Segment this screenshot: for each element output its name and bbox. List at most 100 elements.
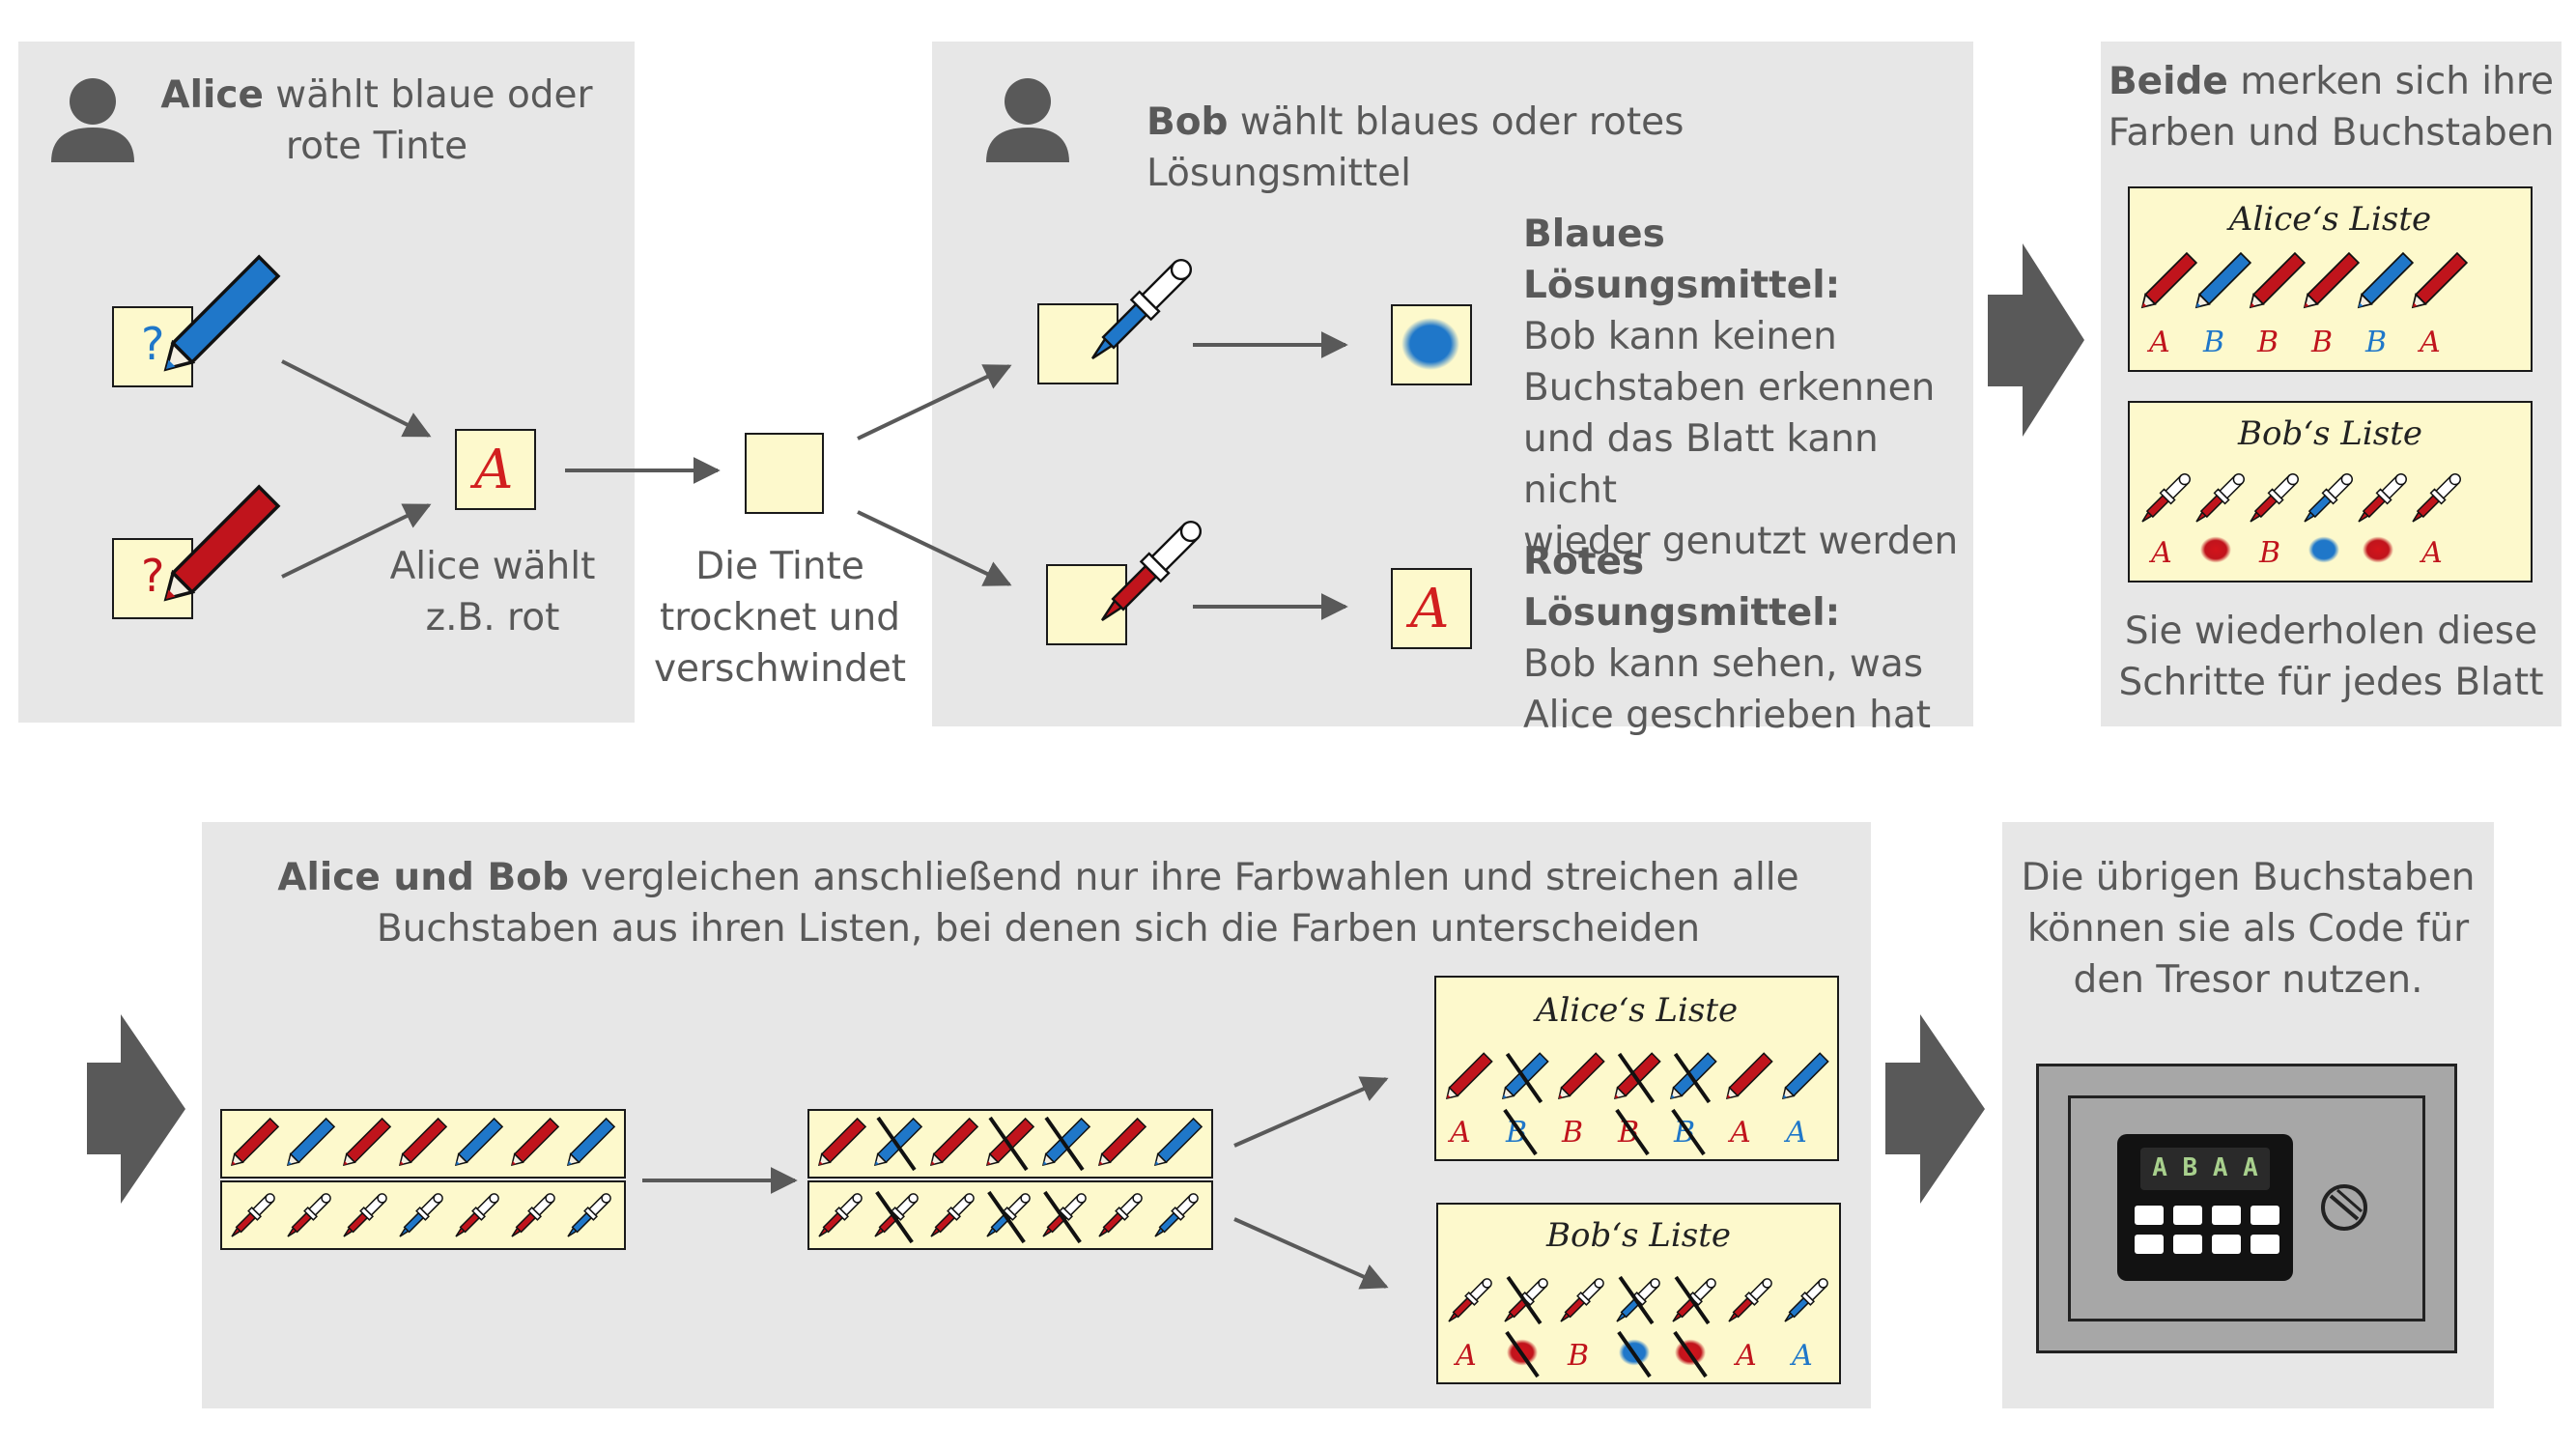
unknown-mark-blue: ? — [141, 318, 165, 370]
safe-display: A B A A — [2140, 1148, 2270, 1190]
pen-icon — [2303, 251, 2361, 309]
dropper-icon — [343, 1193, 387, 1237]
pen-icon — [2249, 251, 2307, 309]
both-bold: Beide — [2108, 60, 2228, 103]
alice-chooses-ink-text: Alice wählt blaue oder rote Tinte — [155, 70, 599, 172]
pen-icon — [1041, 1117, 1091, 1167]
dropper-icon — [930, 1193, 975, 1237]
list-letter: A — [1727, 1116, 1751, 1150]
blue-solvent-line3: und das Blatt kann nicht — [1523, 417, 1879, 512]
safe-dial-icon — [2321, 1184, 2367, 1231]
red-solvent-line2: Alice geschrieben hat — [1523, 694, 1932, 737]
safe-key[interactable] — [2135, 1206, 2164, 1225]
ink-blot — [2363, 536, 2393, 563]
strike-line — [1674, 1275, 1711, 1325]
list-letter: A — [1447, 1116, 1471, 1150]
pen-icon — [929, 1117, 979, 1167]
red-solvent-title: Rotes Lösungsmittel: — [1523, 540, 1841, 635]
dropper-icon — [399, 1193, 443, 1237]
strike-line — [875, 1190, 914, 1244]
repeat-text: Sie wiederholen diese Schritte für jedes… — [2106, 606, 2557, 708]
dropper-icon — [1616, 1278, 1660, 1322]
ink-blot — [2200, 536, 2231, 563]
dropper-icon — [1560, 1278, 1604, 1322]
compare-line2: Buchstaben aus ihren Listen, bei denen s… — [376, 907, 1701, 951]
alice-chooses-rest: wählt blaue oder — [263, 73, 593, 117]
safe-key[interactable] — [2135, 1235, 2164, 1254]
blue-solvent-title: Blaues Lösungsmittel: — [1523, 213, 1841, 307]
red-solvent-text: Rotes Lösungsmittel: Bob kann sehen, was… — [1523, 536, 1967, 741]
alice-list-top-title: Alice‘s Liste — [2228, 200, 2432, 239]
written-letter: A — [474, 439, 514, 501]
bob-chooses-rest: wählt blaues oder rotes Lösungsmittel — [1146, 100, 1684, 195]
red-solvent-line1: Bob kann sehen, was — [1523, 642, 1924, 686]
list-letter: A — [2148, 536, 2172, 570]
person-icon — [51, 78, 134, 162]
bob-list-bottom-title: Bob‘s Liste — [1546, 1216, 1731, 1255]
safe-key[interactable] — [2212, 1206, 2241, 1225]
strike-line — [1506, 1275, 1543, 1325]
pen-icon — [2357, 251, 2415, 309]
big-arrow-icon — [1988, 243, 2084, 437]
unknown-mark-red: ? — [141, 550, 165, 602]
safe-key[interactable] — [2173, 1206, 2202, 1225]
pen-icon — [1097, 1117, 1147, 1167]
ink-dries-line3: verschwindet — [653, 647, 907, 691]
strike-line — [1673, 1330, 1708, 1378]
list-letter: A — [1453, 1339, 1477, 1373]
dropper-icon — [1098, 1193, 1143, 1237]
strike-line — [1043, 1190, 1082, 1244]
list-letter: A — [2417, 326, 2441, 359]
pen-icon — [1153, 1117, 1203, 1167]
arrow-icon — [1233, 1076, 1389, 1148]
dropper-icon — [2358, 473, 2407, 523]
safe-keypad: A B A A — [2117, 1134, 2293, 1281]
safe-text: Die übrigen Buchstaben können sie als Co… — [2009, 852, 2487, 1006]
result-letter-sheet: A — [1391, 568, 1472, 649]
safe-key[interactable] — [2173, 1235, 2202, 1254]
dropper-icon — [2250, 473, 2299, 523]
alice-choice-line1: Alice wählt — [389, 545, 596, 588]
ink-dries-line1: Die Tinte — [695, 545, 864, 588]
safe-key[interactable] — [2250, 1235, 2279, 1254]
strike-line — [1044, 1116, 1085, 1172]
strike-line — [988, 1116, 1029, 1172]
bob-name: Bob — [1146, 100, 1229, 144]
blank-sheet — [745, 433, 824, 514]
arrow-icon — [857, 364, 1012, 440]
strike-line — [987, 1190, 1026, 1244]
arrow-icon — [281, 503, 432, 579]
pen-icon — [1669, 1052, 1717, 1100]
pen-icon — [1725, 1052, 1773, 1100]
compare-rest: vergleichen anschließend nur ihre Farbwa… — [568, 856, 1799, 899]
list-letter: B — [1561, 1116, 1583, 1150]
ink-dries-text: Die Tinte trocknet und verschwindet — [642, 541, 918, 695]
bob-list-top-title: Bob‘s Liste — [2238, 414, 2422, 453]
alice-list-top: Alice‘s Liste — [2128, 186, 2533, 372]
alice-list-bottom: Alice‘s Liste — [1434, 976, 1839, 1161]
both-rest: merken sich ihre — [2227, 60, 2555, 103]
big-arrow-icon — [87, 1014, 185, 1204]
list-letter: B — [2256, 326, 2279, 359]
big-arrow-icon — [1885, 1014, 1985, 1204]
dropper-icon — [455, 1193, 499, 1237]
safe-keys — [2135, 1206, 2279, 1254]
list-letter: A — [2419, 536, 2443, 570]
person-icon — [986, 78, 1069, 162]
dropper-icon — [1090, 258, 1193, 360]
dropper-icon — [1100, 520, 1203, 622]
dropper-icon — [287, 1193, 331, 1237]
safe-key[interactable] — [2250, 1206, 2279, 1225]
strike-line — [1618, 1275, 1655, 1325]
safe-display-code: A B A A — [2152, 1153, 2258, 1182]
pen-icon — [985, 1117, 1035, 1167]
dropper-icon — [231, 1193, 275, 1237]
compare-text: Alice und Bob vergleichen anschließend n… — [222, 852, 1854, 954]
dropper-icon — [1448, 1278, 1492, 1322]
list-letter: B — [1673, 1116, 1695, 1150]
both-remember-text: Beide merken sich ihre Farben und Buchst… — [2106, 56, 2557, 158]
arrow-icon — [281, 359, 432, 438]
safe-key[interactable] — [2212, 1235, 2241, 1254]
pen-icon — [873, 1117, 923, 1167]
dropper-icon — [511, 1193, 555, 1237]
